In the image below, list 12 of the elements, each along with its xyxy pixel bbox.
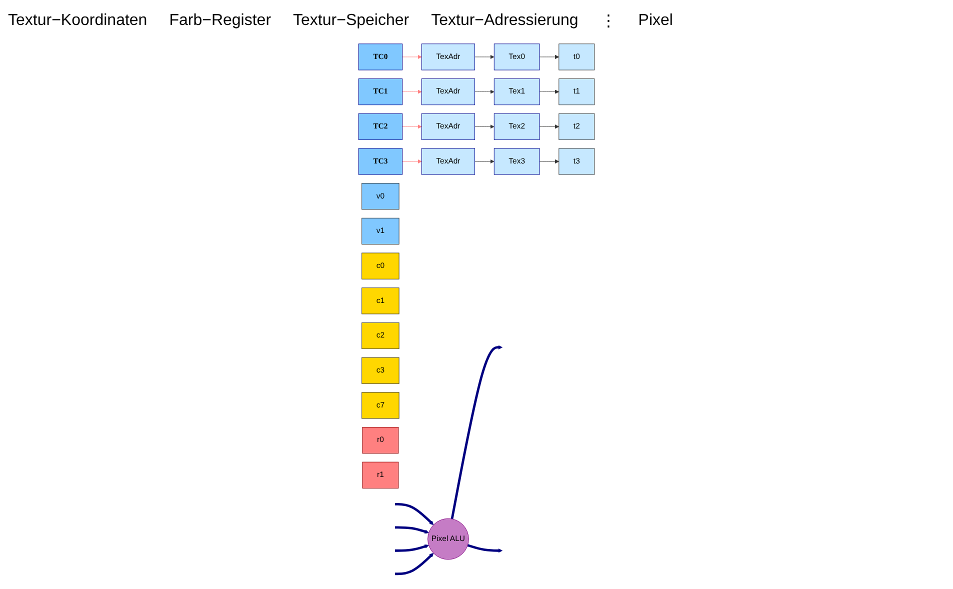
group-label: Textur−Koordinaten	[8, 12, 148, 30]
arrow	[467, 544, 503, 553]
group-label: Textur−Adressierung	[431, 12, 578, 30]
arrow	[450, 345, 503, 520]
arrow	[394, 552, 434, 576]
arrow	[394, 544, 429, 552]
group-label: Pixel	[638, 12, 673, 30]
arrow	[394, 526, 429, 534]
group-label: Textur−Speicher	[293, 12, 410, 30]
group-label: ⋮	[600, 12, 616, 31]
group-label: Farb−Register	[169, 12, 272, 30]
arrow	[394, 502, 434, 526]
